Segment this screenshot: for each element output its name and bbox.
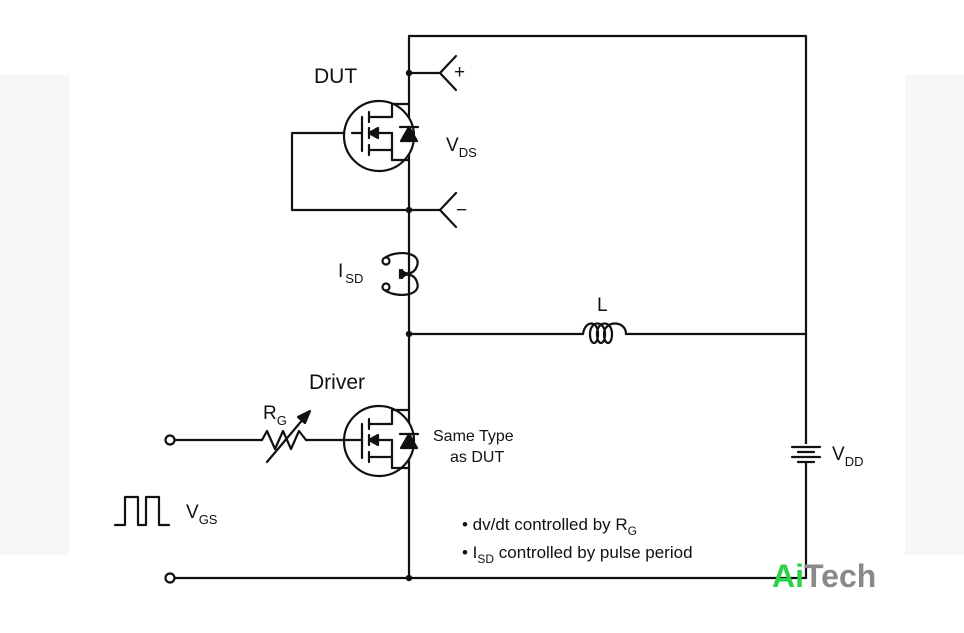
isd-current-probe: [381, 251, 419, 297]
ground-input-terminal: [164, 572, 176, 584]
vgs-pulse-waveform: [113, 495, 171, 527]
rg-main: R: [263, 403, 277, 424]
same-type-line1: Same Type: [433, 428, 514, 445]
vdd-sub: DD: [844, 454, 864, 469]
same-type-line2: as DUT: [450, 449, 505, 466]
isd-sub: SD: [345, 271, 364, 286]
note-dvdt-text: • dv/dt controlled by R: [462, 515, 628, 534]
vds-label: VDS: [446, 135, 477, 159]
driver-mosfet-symbol: [304, 404, 420, 478]
plus-sign: +: [454, 62, 466, 83]
variable-resistor-rg: [260, 409, 312, 464]
dut-mosfet-symbol: [342, 99, 420, 173]
note-isd-sub: SD: [477, 552, 495, 566]
top-wire: [407, 34, 808, 580]
rg-label: RG: [263, 403, 287, 427]
gate-input-terminal: [164, 434, 176, 446]
vdd-main: V: [832, 444, 845, 465]
vds-main: V: [446, 135, 459, 156]
vdd-label: VDD: [832, 444, 863, 468]
vdd-battery-symbol: [790, 444, 822, 464]
inductor-symbol: [581, 322, 628, 345]
junction-dots: [405, 69, 413, 582]
vgs-main: V: [186, 502, 199, 523]
rg-sub: G: [276, 413, 287, 428]
note-isd-suffix: controlled by pulse period: [494, 543, 693, 562]
note-dvdt: • dv/dt controlled by RG: [462, 515, 637, 537]
vds-probe-minus: [407, 191, 458, 229]
vds-sub: DS: [458, 145, 477, 160]
dut-label: DUT: [314, 65, 358, 88]
vgs-label: VGS: [186, 502, 217, 526]
dut-gate-short-wire: [290, 131, 411, 212]
logo-tech: Tech: [804, 558, 877, 594]
logo-ai: Ai: [772, 558, 804, 594]
minus-sign: −: [456, 200, 468, 221]
note-isd-prefix: • I: [462, 543, 478, 562]
note-dvdt-sub: G: [627, 524, 637, 538]
vgs-sub: GS: [198, 512, 218, 527]
driver-label: Driver: [309, 371, 365, 394]
vds-probe-plus: [407, 54, 458, 92]
note-isd: • ISD controlled by pulse period: [462, 543, 693, 565]
inductor-label: L: [597, 295, 608, 316]
aitech-logo: AiTech: [772, 558, 876, 595]
isd-main: I: [338, 261, 344, 282]
